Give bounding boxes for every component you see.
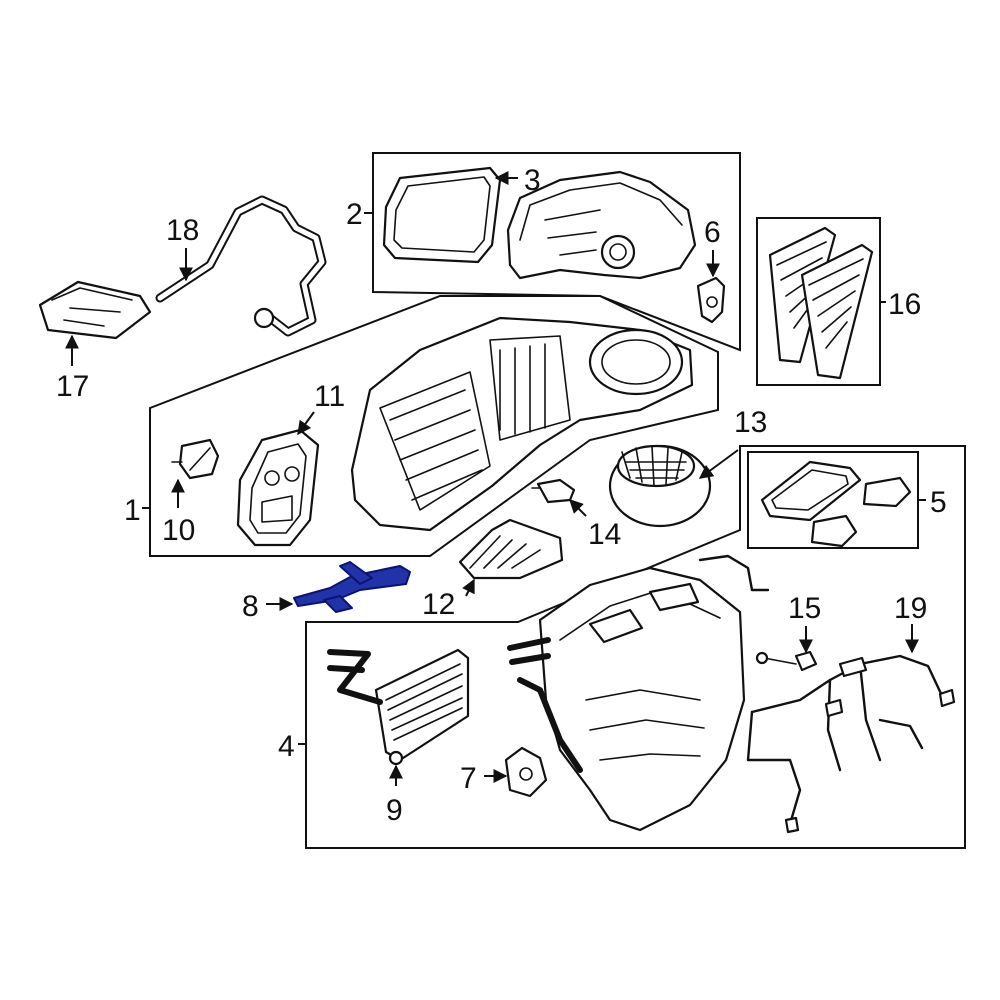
callout-4: 4 — [278, 730, 295, 763]
callout-6: 6 — [704, 216, 721, 249]
callout-11: 11 — [314, 380, 345, 413]
callout-1: 1 — [124, 494, 141, 527]
group-frame-5 — [747, 451, 919, 549]
part-16-cabin-filters[interactable] — [768, 226, 874, 380]
group-frame-1 — [149, 295, 719, 557]
callout-5: 5 — [930, 486, 947, 519]
callout-19: 19 — [894, 592, 927, 625]
part-5-seals[interactable] — [760, 460, 912, 548]
callout-16: 16 — [888, 288, 921, 321]
part-10-sensor[interactable] — [171, 438, 220, 480]
leader-12 — [462, 578, 475, 597]
part-6-actuator[interactable] — [696, 276, 726, 324]
callout-2: 2 — [346, 198, 363, 231]
callout-10: 10 — [162, 514, 195, 547]
callout-8: 8 — [242, 590, 259, 623]
part-13-blower-motor[interactable] — [608, 444, 712, 528]
callout-14: 14 — [588, 518, 621, 551]
part-19-wire-harness[interactable] — [698, 554, 956, 834]
part-3-seal[interactable] — [382, 166, 502, 264]
part-11-seal[interactable] — [236, 428, 320, 547]
leader-14 — [569, 499, 587, 517]
callout-17: 17 — [56, 370, 89, 403]
part-18-hose[interactable] — [155, 195, 327, 337]
part-1-main-housing[interactable] — [350, 316, 694, 532]
callout-15: 15 — [788, 592, 821, 625]
callout-9: 9 — [386, 794, 403, 827]
part-8-highlighted-tube[interactable] — [293, 561, 411, 613]
callout-12: 12 — [422, 588, 455, 621]
part-17-module[interactable] — [38, 280, 152, 340]
callout-7: 7 — [460, 762, 477, 795]
callout-13: 13 — [734, 406, 767, 439]
part-2-upper-housing[interactable] — [506, 170, 697, 280]
part-15-connector[interactable] — [755, 650, 818, 672]
part-9-heater-core[interactable] — [327, 648, 470, 766]
part-14-sensor[interactable] — [531, 478, 576, 504]
leader-13 — [698, 449, 739, 479]
callout-3: 3 — [524, 164, 541, 197]
callout-18: 18 — [166, 214, 199, 247]
part-4-hvac-housing[interactable] — [507, 566, 746, 832]
part-7-actuator[interactable] — [504, 746, 548, 798]
leader-11 — [297, 411, 315, 436]
group-frame-4 — [305, 445, 966, 849]
part-12-duct[interactable] — [458, 518, 564, 580]
group-frame-2 — [372, 152, 741, 352]
